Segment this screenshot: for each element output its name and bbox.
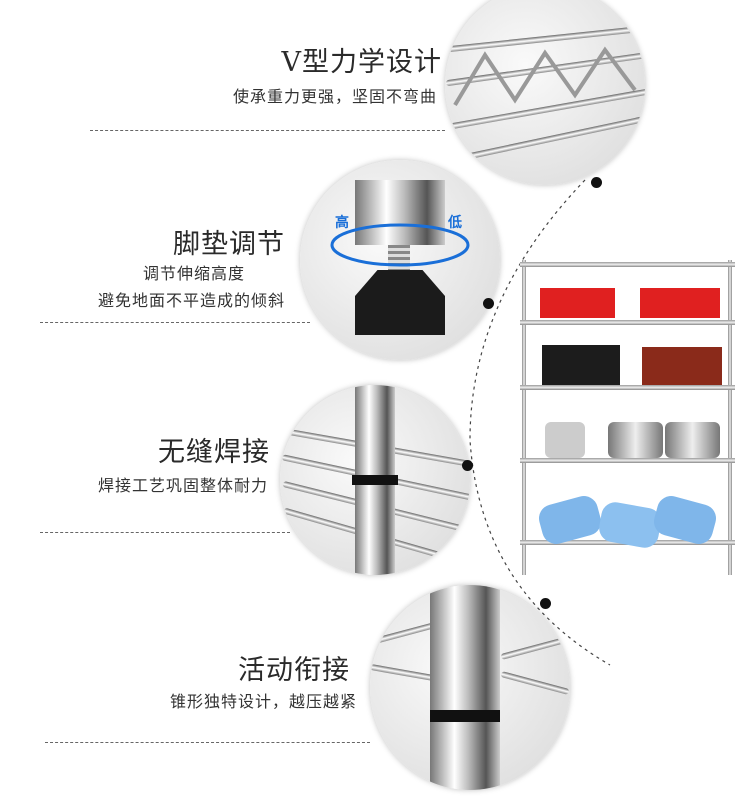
feature-title-welding: 无缝焊接 <box>158 437 270 468</box>
feature-desc: 避免地面不平造成的倾斜 <box>97 291 285 310</box>
divider <box>45 742 370 743</box>
feature-title-joint: 活动衔接 <box>238 655 350 686</box>
welding-closeup-image <box>280 385 470 575</box>
bullet-dot <box>591 177 602 188</box>
feature-desc: 焊接工艺巩固整体耐力 <box>97 476 268 495</box>
shelf-product-image <box>520 260 735 575</box>
divider <box>90 130 445 131</box>
feature-desc: 锥形独特设计，越压越紧 <box>169 692 357 711</box>
high-label: 高 <box>335 215 349 231</box>
feature-desc: 调节伸缩高度 <box>142 264 245 283</box>
divider <box>40 322 310 323</box>
feature-title-v-design: V型力学设计 <box>281 47 442 78</box>
v-wire-closeup-image <box>445 0 645 185</box>
joint-closeup-image <box>370 585 570 790</box>
bullet-dot <box>462 460 473 471</box>
feature-title-foot-pad: 脚垫调节 <box>173 229 285 260</box>
bullet-dot <box>540 598 551 609</box>
feature-desc: 使承重力更强，坚固不弯曲 <box>232 87 437 106</box>
foot-pad-closeup-image: 高 低 <box>300 160 500 360</box>
bullet-dot <box>483 298 494 309</box>
divider <box>40 532 290 533</box>
low-label: 低 <box>448 215 462 231</box>
